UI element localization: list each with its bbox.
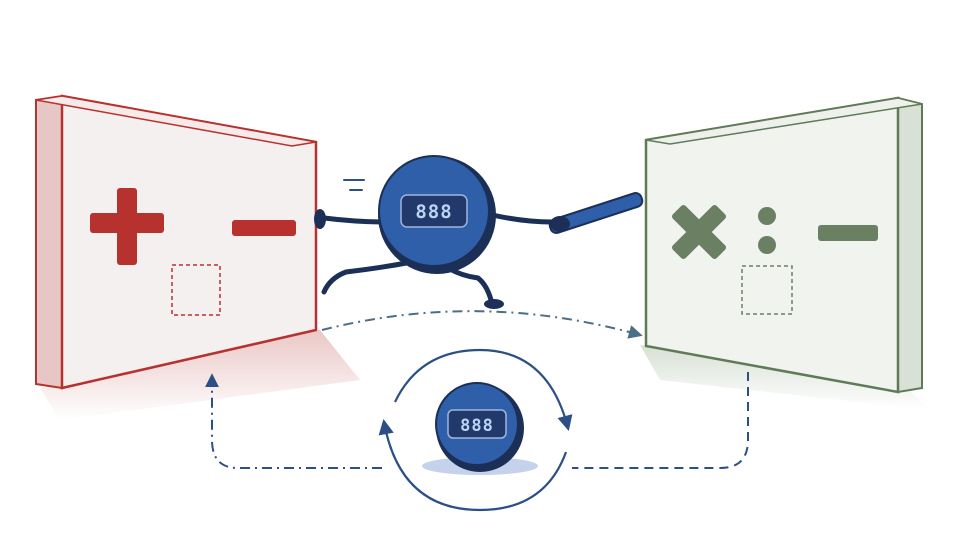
flow-line-right-to-center <box>572 372 749 469</box>
runner-left-hand <box>314 209 326 229</box>
times-icon <box>671 204 727 260</box>
runner-token-display <box>400 194 468 228</box>
speed-lines-icon <box>343 179 365 191</box>
right-operator-panel <box>640 96 930 410</box>
runner-front-foot <box>484 299 504 309</box>
right-panel-top <box>645 97 923 145</box>
left-panel-top <box>35 95 317 147</box>
cycle-arrow-left <box>378 418 568 512</box>
cycle-loop: 888 <box>378 348 573 512</box>
cycle-arrow-right <box>394 348 573 431</box>
left-panel-floor-shadow <box>40 330 360 420</box>
right-panel-floor-shadow <box>640 345 930 410</box>
minus-icon <box>818 225 878 241</box>
center-token-digits: 888 <box>460 416 494 436</box>
left-panel-side <box>35 94 63 390</box>
flow-arrow-left-to-right <box>321 310 643 339</box>
minus-icon <box>232 220 296 236</box>
left-operator-panel <box>35 94 360 420</box>
runner-front-leg <box>445 265 495 307</box>
right-panel-side <box>897 96 923 394</box>
divide-icon <box>758 207 776 254</box>
center-token-display <box>447 409 507 439</box>
runner-token-digits: 888 <box>415 201 452 223</box>
plus-icon <box>90 188 164 265</box>
empty-slot-icon <box>171 264 221 316</box>
runner-token: 888 <box>314 155 644 309</box>
runner-right-arm <box>485 211 555 225</box>
center-token: 888 <box>435 382 524 472</box>
baton-icon <box>548 192 644 234</box>
runner-back-leg <box>321 259 415 295</box>
empty-slot-icon <box>741 265 793 315</box>
